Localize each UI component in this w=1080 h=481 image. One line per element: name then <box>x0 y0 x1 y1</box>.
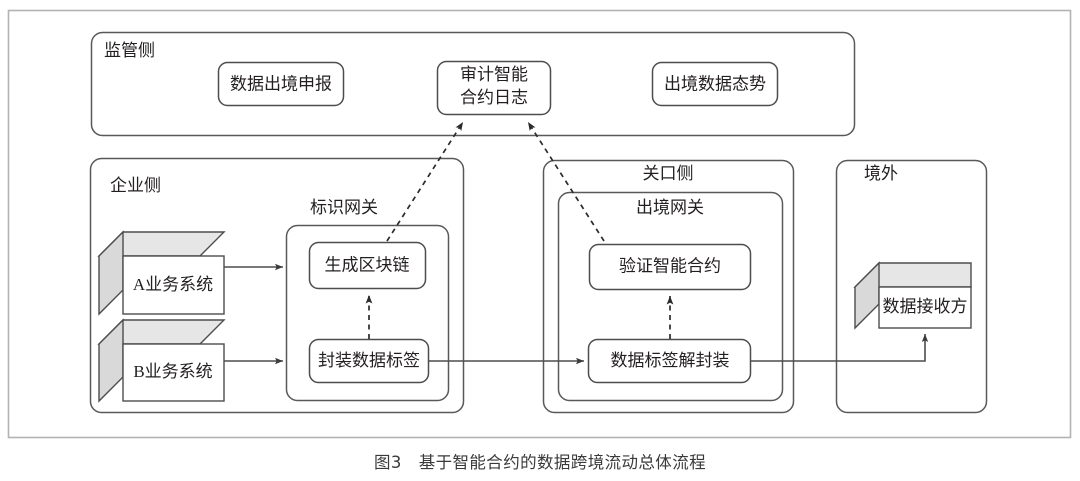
node-data-receiver-face[interactable] <box>878 286 972 329</box>
node-data-receiver[interactable]: 数据接收方 <box>853 261 972 330</box>
node-declaration[interactable]: 数据出境申报 <box>217 61 345 107</box>
figure-caption: 图3 基于智能合约的数据跨境流动总体流程 <box>374 453 706 472</box>
edge-unwrap-tag-to-data-receiver <box>750 334 929 362</box>
node-verify-contract-label: 验证智能合约 <box>619 256 721 275</box>
node-exit-posture[interactable]: 出境数据态势 <box>651 61 779 107</box>
node-wrap-tag-label: 封装数据标签 <box>318 351 420 370</box>
node-unwrap-tag[interactable]: 数据标签解封装 <box>587 338 752 384</box>
node-gen-blockchain[interactable]: 生成区块链 <box>308 241 427 290</box>
node-system-b-face[interactable] <box>122 343 225 402</box>
node-system-a-face[interactable] <box>122 255 225 315</box>
subzone-exit-gateway-label: 出境网关 <box>636 198 704 217</box>
zone-regulator-label: 监管侧 <box>104 41 155 60</box>
edge-verify-contract-to-audit-log <box>527 121 605 242</box>
zone-overseas-label: 境外 <box>864 164 898 183</box>
node-system-a-label: A业务系统 <box>133 275 213 294</box>
node-audit-log-label-line2: 合约日志 <box>460 88 528 107</box>
node-system-b-label: B业务系统 <box>133 362 212 381</box>
node-gen-blockchain-box[interactable] <box>308 241 427 290</box>
node-audit-log[interactable]: 审计智能 合约日志 <box>436 60 552 116</box>
node-verify-contract-box[interactable] <box>588 243 752 291</box>
node-unwrap-tag-label: 数据标签解封装 <box>611 351 730 370</box>
node-gen-blockchain-label: 生成区块链 <box>325 255 410 274</box>
node-audit-log-box[interactable] <box>436 60 552 116</box>
node-wrap-tag[interactable]: 封装数据标签 <box>308 338 430 384</box>
node-audit-log-label-line1: 审计智能 <box>460 65 528 84</box>
node-verify-contract[interactable]: 验证智能合约 <box>588 243 752 291</box>
node-system-a[interactable]: A业务系统 <box>97 230 226 316</box>
node-declaration-label: 数据出境申报 <box>230 74 332 93</box>
subzone-id-gateway-label: 标识网关 <box>310 198 378 217</box>
node-exit-posture-label: 出境数据态势 <box>664 74 766 93</box>
edge-gen-blockchain-to-audit-log <box>386 121 464 242</box>
node-declaration-box[interactable] <box>217 61 345 107</box>
node-exit-posture-box[interactable] <box>651 61 779 107</box>
zone-customs-label: 关口侧 <box>643 164 694 183</box>
node-data-receiver-label: 数据接收方 <box>883 297 968 316</box>
zone-enterprise-label: 企业侧 <box>110 176 161 195</box>
node-system-b[interactable]: B业务系统 <box>97 318 226 403</box>
